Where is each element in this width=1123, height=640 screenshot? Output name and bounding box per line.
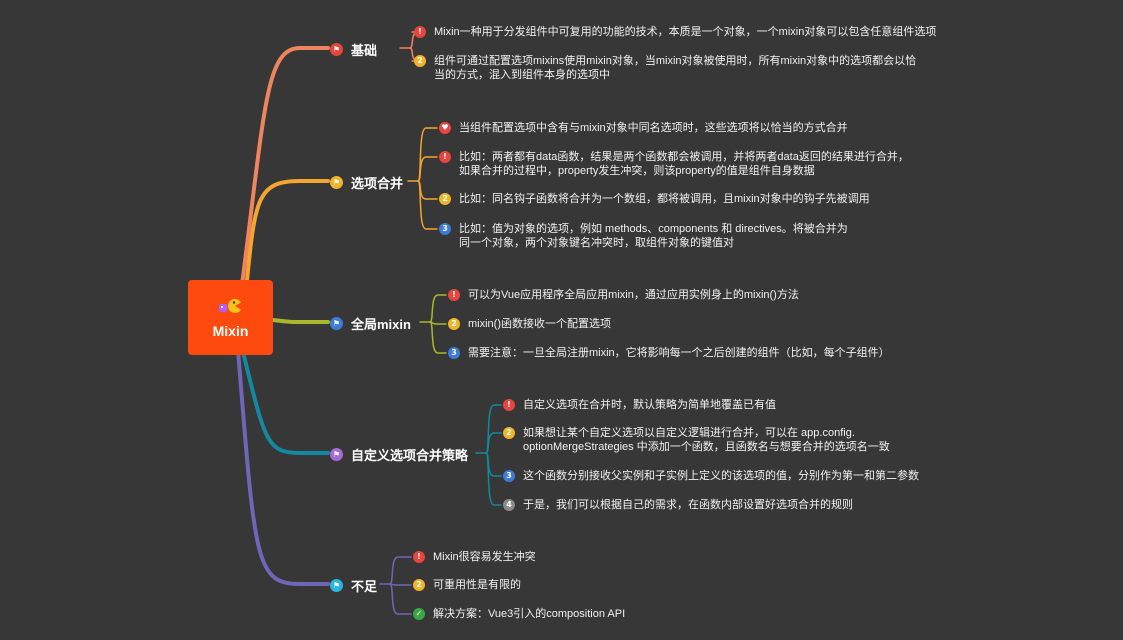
leaf-text: 可以为Vue应用程序全局应用mixin，通过应用实例身上的mixin()方法 [468, 289, 799, 301]
branch-line [236, 348, 330, 586]
leaf-text: 比如：同名钩子函数将合并为一个数组，都将被调用，且mixin对象中的钩子先被调用 [459, 193, 870, 205]
branch-line [238, 46, 330, 302]
leaf-connector [485, 432, 502, 454]
leaf-node[interactable]: 3 这个函数分别接收父实例和子实例上定义的该选项的值，分别作为第一和第二参数 [503, 469, 919, 483]
topic-node[interactable]: ⚑ 全局mixin [330, 314, 411, 333]
leaf-node[interactable]: ! 自定义选项在合并时，默认策略为简单地覆盖已有值 [503, 398, 776, 412]
priority-badge-icon: ! [413, 551, 425, 563]
leaf-node[interactable]: 2 如果想让某个自定义选项以自定义逻辑进行合并，可以在 app.config. o… [503, 426, 890, 454]
priority-badge-icon: ! [414, 26, 426, 38]
branch-line [271, 318, 330, 324]
priority-badge-icon: 2 [448, 318, 460, 330]
leaf-node[interactable]: ! Mixin一种用于分发组件中可复用的功能的技术，本质是一个对象，一个mixin… [414, 25, 936, 39]
leaf-text: 这个函数分别接收父实例和子实例上定义的该选项的值，分别作为第一和第二参数 [523, 470, 919, 482]
leaf-connector [417, 156, 438, 182]
priority-badge-icon: 3 [439, 223, 451, 235]
leaf-text: 于是，我们可以根据自己的需求，在函数内部设置好选项合并的规则 [523, 499, 853, 511]
leaf-text: 可重用性是有限的 [433, 579, 521, 591]
topic-label: 自定义选项合并策略 [351, 448, 469, 463]
priority-badge-icon: 2 [414, 55, 426, 67]
topic-node[interactable]: ⚑ 自定义选项合并策略 [330, 445, 468, 464]
topic-node[interactable]: ⚑ 基础 [330, 40, 377, 59]
leaf-text: 自定义选项在合并时，默认策略为简单地覆盖已有值 [523, 399, 776, 411]
leaf-text: Mixin一种用于分发组件中可复用的功能的技术，本质是一个对象，一个mixin对… [434, 26, 937, 38]
leaf-node[interactable]: ! 可以为Vue应用程序全局应用mixin，通过应用实例身上的mixin()方法 [448, 288, 799, 302]
priority-badge-icon: ♥ [439, 122, 451, 134]
priority-badge-icon: 2 [439, 193, 451, 205]
leaf-text: 组件可通过配置选项mixins使用mixin对象，当mixin对象被使用时，所有… [434, 55, 917, 81]
priority-badge-icon: 2 [413, 579, 425, 591]
priority-badge-icon: 2 [503, 427, 515, 439]
leaf-connector [389, 583, 412, 615]
leaf-connector [429, 294, 447, 323]
leaf-connector [389, 583, 412, 586]
leaf-connector [389, 556, 412, 585]
leaf-text: 当组件配置选项中含有与mixin对象中同名选项时，这些选项将以恰当的方式合并 [459, 122, 848, 134]
leaf-connector [485, 452, 502, 506]
flag-icon: ⚑ [330, 579, 343, 592]
priority-badge-icon: ! [439, 151, 451, 163]
leaf-text: Mixin很容易发生冲突 [433, 551, 536, 563]
leaf-text: 需要注意：一旦全局注册mixin，它将影响每一个之后创建的组件（比如，每个子组件… [468, 347, 890, 359]
priority-badge-icon: ✓ [413, 608, 425, 620]
leaf-node[interactable]: 4 于是，我们可以根据自己的需求，在函数内部设置好选项合并的规则 [503, 498, 853, 512]
topic-label: 基础 [351, 43, 378, 58]
leaf-node[interactable]: 2 可重用性是有限的 [413, 578, 521, 592]
topic-node[interactable]: ⚑ 选项合并 [330, 173, 403, 192]
leaf-node[interactable]: ! 比如：两者都有data函数，结果是两个函数都会被调用，并将两者data返回的结… [439, 150, 909, 178]
flag-icon: ⚑ [330, 43, 343, 56]
root-topic-mixin[interactable]: Mixin [188, 280, 273, 355]
topic-label: 全局mixin [351, 317, 411, 332]
leaf-text: mixin()函数接收一个配置选项 [468, 318, 611, 330]
priority-badge-icon: 4 [503, 499, 515, 511]
leaf-text: 解决方案：Vue3引入的composition API [433, 608, 626, 620]
priority-badge-icon: 3 [503, 470, 515, 482]
leaf-node[interactable]: 3 需要注意：一旦全局注册mixin，它将影响每一个之后创建的组件（比如，每个子组… [448, 346, 890, 360]
mixin-icon [218, 297, 244, 315]
branch-line [243, 179, 330, 302]
flag-icon: ⚑ [330, 448, 343, 461]
leaf-node[interactable]: ✓ 解决方案：Vue3引入的composition API [413, 607, 625, 621]
topic-label: 不足 [351, 579, 378, 594]
leaf-node[interactable]: 2 组件可通过配置选项mixins使用mixin对象，当mixin对象被使用时，所… [414, 54, 916, 82]
leaf-text: 比如：值为对象的选项，例如 methods、components 和 direc… [459, 223, 848, 249]
leaf-text: 比如：两者都有data函数，结果是两个函数都会被调用，并将两者data返回的结果… [459, 151, 909, 177]
leaf-node[interactable]: 3 比如：值为对象的选项，例如 methods、components 和 dire… [439, 222, 848, 250]
leaf-node[interactable]: ♥ 当组件配置选项中含有与mixin对象中同名选项时，这些选项将以恰当的方式合并 [439, 121, 848, 135]
branch-line [238, 338, 330, 455]
topic-label: 选项合并 [351, 176, 404, 191]
leaf-connector [429, 321, 447, 354]
priority-badge-icon: 3 [448, 347, 460, 359]
priority-badge-icon: ! [503, 399, 515, 411]
leaf-connector [429, 321, 447, 325]
flag-icon: ⚑ [330, 176, 343, 189]
root-title: Mixin [212, 322, 249, 339]
leaf-text: 如果想让某个自定义选项以自定义逻辑进行合并，可以在 app.config. op… [523, 427, 890, 453]
leaf-node[interactable]: 2 比如：同名钩子函数将合并为一个数组，都将被调用，且mixin对象中的钩子先被调… [439, 192, 870, 206]
flag-icon: ⚑ [330, 317, 343, 330]
priority-badge-icon: ! [448, 289, 460, 301]
leaf-node[interactable]: 2 mixin()函数接收一个配置选项 [448, 317, 611, 331]
leaf-connector [417, 180, 438, 230]
topic-node[interactable]: ⚑ 不足 [330, 576, 377, 595]
leaf-node[interactable]: ! Mixin很容易发生冲突 [413, 550, 536, 564]
